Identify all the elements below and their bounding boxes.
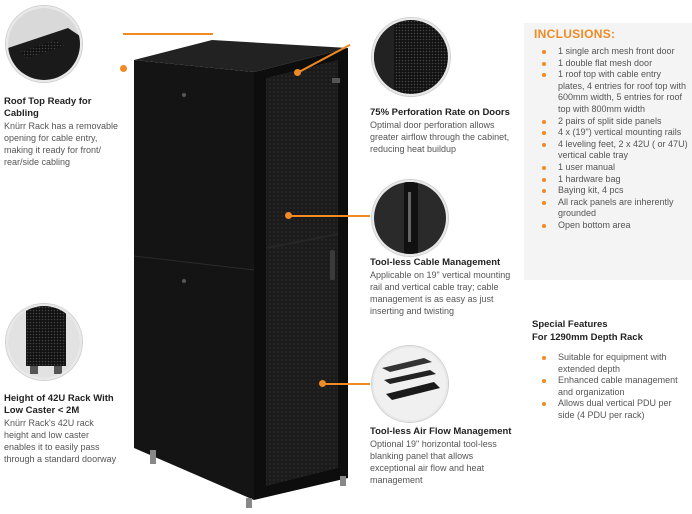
inclusion-item: 1 single arch mesh front door [540,46,688,58]
inclusion-item: Baying kit, 4 pcs [540,185,688,197]
cable-tray-photo [372,180,448,256]
inclusions-list: 1 single arch mesh front door 1 double f… [540,46,688,232]
inclusion-item: 1 user manual [540,162,688,174]
height-feature-title: Height of 42U Rack With Low Caster < 2M [4,393,114,416]
inclusion-item: 4 leveling feet, 2 x 42U ( or 47U) verti… [540,139,688,162]
rack-cabinet-image [133,40,348,508]
inclusions-title: INCLUSIONS: [534,27,616,41]
roof-detail-photo [6,6,82,82]
roof-pointer-dot [120,65,127,72]
height-feature-body: Knürr Rack's 42U rack height and low cas… [4,418,117,464]
roof-pointer-line-h [123,33,213,35]
airflow-pointer-dot [319,380,326,387]
inclusion-item: 1 double flat mesh door [540,58,688,70]
perforation-feature-body: Optimal door perforation allows greater … [370,120,510,154]
cable-feature-title: Tool-less Cable Management [370,257,501,268]
roof-feature-body: Knürr Rack has a removable opening for c… [4,121,119,167]
airflow-feature-body: Optional 19" horizontal tool-less blanki… [370,439,497,485]
special-feature-item: Allows dual vertical PDU per side (4 PDU… [540,398,688,421]
inclusion-item: 1 roof top with cable entry plates, 4 en… [540,69,688,115]
special-feature-item: Suitable for equipment with extended dep… [540,352,688,375]
inclusion-item: 4 x (19") vertical mounting rails [540,127,688,139]
inclusion-item: 2 pairs of split side panels [540,116,688,128]
special-feature-item: Enhanced cable management and organizati… [540,375,688,398]
special-features-list: Suitable for equipment with extended dep… [540,352,688,422]
special-features-subtitle: For 1290mm Depth Rack [532,332,643,343]
caster-detail-photo [6,304,82,380]
airflow-pointer-line [322,383,370,385]
cable-pointer-dot [285,212,292,219]
perforation-feature-title: 75% Perforation Rate on Doors [370,107,510,118]
inclusions-panel [524,23,692,280]
blanking-panel-photo [372,346,448,422]
inclusion-item: 1 hardware bag [540,174,688,186]
cable-pointer-line [288,215,370,217]
cable-feature-body: Applicable on 19" vertical mounting rail… [370,270,511,316]
perforated-door-photo [372,18,450,96]
perforation-pointer-dot [294,69,301,76]
airflow-feature-title: Tool-less Air Flow Management [370,426,512,437]
inclusion-item: Open bottom area [540,220,688,232]
special-features-title: Special Features [532,319,608,330]
roof-feature-title: Roof Top Ready for Cabling [4,96,92,119]
inclusion-item: All rack panels are inherently grounded [540,197,688,220]
